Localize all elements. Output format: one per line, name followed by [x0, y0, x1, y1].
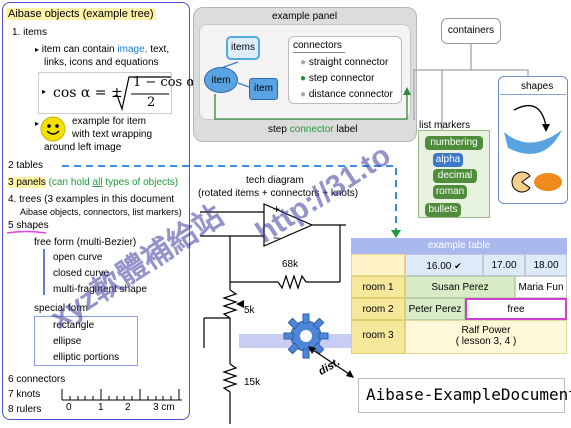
tech-diagram-title: tech diagram — [246, 175, 304, 186]
document-name: Aibase-ExampleDocument — [366, 385, 571, 404]
cell-ralf[interactable]: Ralf Power ( lesson 3, 4 ) — [405, 320, 567, 354]
wrap-text-2: with text wrapping — [72, 129, 153, 140]
check-icon: ✔ — [454, 261, 462, 271]
room-1: room 1 — [351, 276, 405, 298]
tech-diagram-subtitle: (rotated items + connectors + knots) — [198, 188, 359, 199]
marker-alpha[interactable]: alpha — [433, 153, 463, 167]
special-form-box — [34, 316, 138, 366]
special-form-ellipse[interactable]: ellipse — [53, 336, 82, 347]
connector-option-distance[interactable]: ● distance connector — [300, 89, 393, 100]
svg-text:−: − — [273, 231, 280, 245]
dist-arrow — [308, 346, 354, 378]
object-tree-panel — [2, 2, 190, 420]
containers-node[interactable]: containers — [441, 18, 501, 44]
tree-item-connectors[interactable]: 6 connectors — [8, 374, 66, 385]
bullet-icon: ▸ — [35, 119, 40, 128]
connector-option-step[interactable]: ● step connector — [300, 73, 375, 84]
ruler-scale — [61, 389, 182, 401]
wrap-text-1: example for item — [72, 116, 146, 127]
items-node[interactable]: items — [226, 36, 260, 60]
connectors-heading: connectors — [293, 40, 342, 51]
tree-item-trees[interactable]: 4. trees (3 examples in this document — [8, 194, 175, 205]
wrap-text-3: around left image — [44, 142, 122, 153]
shapes-drawing — [504, 105, 562, 193]
smiley-icon — [40, 116, 66, 142]
ruler-tick-0: 0 — [66, 402, 72, 413]
tech-circuit: + − — [200, 202, 346, 424]
equation-denominator: 2 — [147, 95, 156, 110]
equation-numerator: 1 − cos α — [133, 75, 196, 90]
free-form-open[interactable]: open curve — [53, 252, 103, 263]
special-form-label: special form — [34, 303, 88, 314]
ruler-tick-3: 3 cm — [153, 402, 175, 413]
svg-text:+: + — [273, 202, 280, 216]
panel-connectors — [214, 61, 411, 120]
free-form-closed[interactable]: closed curve — [53, 268, 110, 279]
tree-item-items[interactable]: 1. items — [12, 27, 48, 38]
shapes-title: shapes — [521, 81, 554, 92]
tree-subitem-content-line2: links, icons and equations — [44, 57, 159, 68]
example-panel-title: example panel — [272, 11, 338, 22]
resistor-5k-label: 5k — [244, 305, 255, 316]
tree-item-shapes[interactable]: 5 shapes — [8, 220, 49, 231]
time-17: 17.00 — [483, 254, 525, 276]
document-name-box — [358, 378, 565, 413]
marker-bullets[interactable]: bullets — [425, 203, 461, 217]
tree-item-panels[interactable]: 3 panels (can hold all types of objects) — [8, 177, 179, 188]
connector-option-straight[interactable]: ● straight connector — [300, 57, 389, 68]
resistor-68k-label: 68k — [282, 259, 299, 270]
equation-box: ▸ cos α = ± 1 − cos α 2 — [38, 72, 195, 114]
ruler-tick-1: 1 — [98, 402, 104, 413]
room-3: room 3 — [351, 320, 405, 354]
item-node-box[interactable]: item — [249, 78, 278, 100]
time-18: 18.00 — [525, 254, 567, 276]
shapes-underline — [6, 230, 47, 234]
image-link[interactable]: image, — [117, 44, 148, 55]
marker-decimal[interactable]: decimal — [433, 169, 477, 183]
tree-item-trees-sub: Aibase objects, connectors, list markers… — [20, 207, 182, 217]
table-title: example table — [351, 238, 567, 254]
shapes-divider — [500, 94, 566, 95]
tree-item-knots[interactable]: 7 knots — [8, 389, 41, 400]
equation-lhs: cos α = ± — [53, 85, 123, 101]
tree-item-tables[interactable]: 2 tables — [8, 160, 44, 171]
ruler-tick-2: 2 — [125, 402, 131, 413]
free-form-multi[interactable]: multi-fragment shape — [53, 284, 147, 295]
room-2: room 2 — [351, 298, 405, 320]
table-corner-cell — [351, 254, 405, 276]
gear-icon — [283, 313, 329, 359]
special-form-rectangle[interactable]: rectangle — [53, 320, 95, 331]
cell-maria[interactable]: Maria Fun — [515, 276, 567, 298]
tree-item-rulers[interactable]: 8 rulers — [8, 404, 42, 415]
marker-numbering[interactable]: numbering — [425, 136, 483, 150]
list-markers-title: list markers — [419, 120, 471, 131]
resistor-15k-label: 15k — [244, 377, 261, 388]
example-table: example table 16.00 ✔ 17.00 18.00 room 1… — [351, 238, 567, 354]
special-form-elliptic[interactable]: elliptic portions — [53, 352, 120, 363]
cell-free[interactable]: free — [465, 298, 567, 320]
connectors-list-box — [288, 36, 402, 104]
marker-roman[interactable]: roman — [433, 185, 467, 199]
free-form-label: free form (multi-Bezier) — [34, 237, 137, 248]
tree-subitem-content: ▸ item can contain image, text, — [35, 44, 170, 55]
containers-tree-lines — [413, 44, 529, 130]
list-markers-box: numbering alpha decimal roman bullets — [418, 130, 490, 218]
free-form-bracket — [43, 249, 45, 295]
cell-susan[interactable]: Susan Perez — [405, 276, 515, 298]
tree-title: Aibase objects (example tree) — [6, 8, 156, 20]
cell-peter[interactable]: Peter Perez — [405, 298, 465, 320]
connectors-divider — [293, 52, 345, 53]
time-16: 16.00 ✔ — [405, 254, 483, 276]
step-connector-label: step connector label — [268, 124, 358, 135]
sqrt-symbol — [113, 76, 171, 111]
